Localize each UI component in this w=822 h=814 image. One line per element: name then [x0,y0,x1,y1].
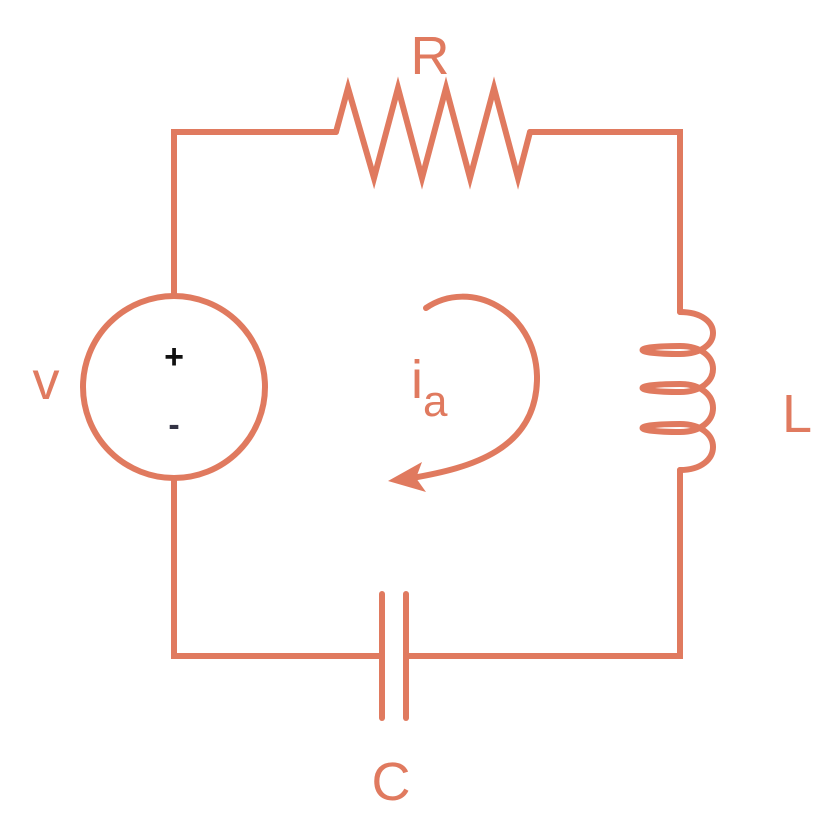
loop-current-arrow [388,293,541,492]
wire-top-right [527,129,683,315]
current-label-subscript: a [423,377,448,426]
capacitor-symbol [379,591,409,721]
wire-bottom-left [171,475,385,659]
capacitor-label: C [372,752,411,812]
inductor-symbol [639,309,716,473]
current-label-main: i [411,350,423,410]
resistor-symbol [333,76,533,190]
resistor-label: R [411,26,450,86]
wire-left-top [171,129,339,299]
source-label: v [33,351,60,411]
voltage-source-circle [80,293,268,481]
polarity-minus-sign: - [168,406,179,444]
current-label: ia [411,350,448,426]
wire-right-bottom [403,467,683,659]
wires [171,129,683,659]
polarity-plus-sign: + [164,338,184,376]
inductor-label: L [782,384,812,444]
arrow-head-icon [388,462,426,492]
current-arc [409,293,541,481]
